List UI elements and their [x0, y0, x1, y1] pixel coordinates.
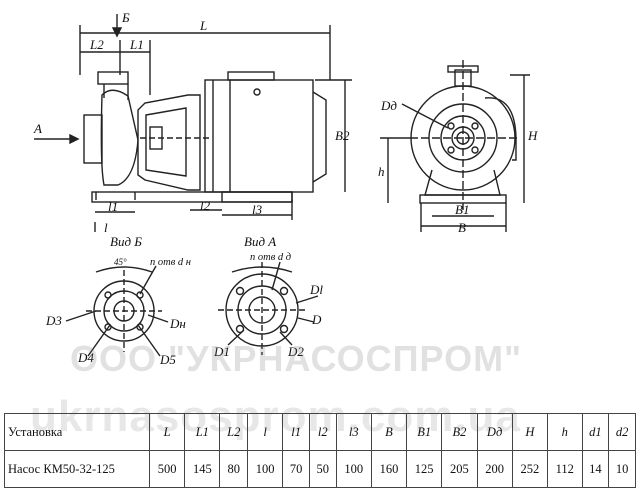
dim-label-l2: l2: [200, 198, 211, 213]
dim-label-Dl: Dl: [309, 282, 323, 297]
view-b-title: Вид Б: [110, 234, 142, 249]
dim-label-Dn: Dн: [169, 316, 186, 331]
table-header-cell: l3: [335, 413, 372, 451]
motor-fan-cover: [312, 91, 327, 183]
dim-label-H: H: [527, 128, 538, 143]
watermark-company: ООО "УКРНАСОСПРОМ": [70, 338, 523, 379]
dim-label-L2: L2: [89, 37, 104, 52]
table-header-cell: B: [370, 413, 408, 451]
holes-dd-label: n отв d д: [250, 252, 291, 263]
table-header-cell: H: [511, 413, 548, 451]
table-cell-value: 205: [441, 450, 478, 488]
base-plate: [91, 191, 293, 203]
table-header-cell: L1: [184, 413, 221, 451]
table-cell-value: 70: [282, 450, 310, 488]
table-header-cell: B2: [441, 413, 478, 451]
dim-label-B: B: [458, 220, 466, 235]
dim-label-L: L: [199, 18, 207, 33]
table-cell-value: 14: [581, 450, 610, 488]
arrow-b-label: Б: [121, 10, 130, 25]
table-cell-value: 112: [546, 450, 583, 488]
dim-label-D3: D3: [45, 313, 62, 328]
table-header-cell: l: [247, 413, 284, 451]
table-cell-value: 50: [308, 450, 337, 488]
table-header-cell: l2: [308, 413, 337, 451]
dim-label-l1: l1: [108, 199, 118, 214]
dim-label-B2: B2: [335, 128, 350, 143]
table-cell-value: 145: [184, 450, 221, 488]
dim-label-B1: B1: [455, 202, 469, 217]
dim-label-Dd: Dд: [380, 98, 397, 113]
table-header-cell: d2: [608, 413, 636, 451]
pump-dimension-drawing: L L2 L1 Б A B2 l1 l l2 l3 Dд H h B1 B Ви…: [33, 10, 538, 367]
table-header-cell: Dд: [476, 413, 513, 451]
table-header-installation: Установка: [4, 413, 150, 451]
arrow-a-label: A: [33, 121, 42, 136]
table-cell-value: 125: [406, 450, 443, 488]
dim-label-L1: L1: [129, 37, 144, 52]
angle-label: 45°: [114, 257, 127, 267]
dim-label-h: h: [378, 164, 385, 179]
table-cell-value: 100: [247, 450, 284, 488]
dim-label-l: l: [104, 220, 108, 235]
dim-label-D4: D4: [77, 350, 94, 365]
table-cell-value: 80: [219, 450, 249, 488]
table-header-cell: B1: [406, 413, 443, 451]
view-a-title: Вид А: [244, 234, 276, 249]
table-header-cell: h: [546, 413, 583, 451]
dim-label-D: D: [311, 312, 322, 327]
table-header-cell: L: [148, 413, 186, 451]
table-cell-model: Насос КМ50-32-125: [4, 450, 150, 488]
suction-flange-top: [97, 71, 129, 85]
dim-label-D1: D1: [213, 344, 230, 359]
bracket: [137, 94, 201, 191]
table-header-cell: l1: [282, 413, 310, 451]
table-header-cell: L2: [219, 413, 249, 451]
motor-body: [204, 79, 314, 193]
dim-label-D2: D2: [287, 344, 304, 359]
table-cell-value: 500: [148, 450, 186, 488]
table-cell-value: 252: [511, 450, 548, 488]
table-cell-value: 100: [335, 450, 372, 488]
pump-casing: [100, 89, 139, 186]
table-cell-value: 10: [608, 450, 636, 488]
dim-label-D5: D5: [159, 352, 176, 367]
suction-flange: [83, 114, 103, 164]
holes-dn-label: n отв d н: [150, 257, 191, 268]
table-cell-value: 200: [476, 450, 513, 488]
table-header-cell: d1: [581, 413, 610, 451]
dim-label-l3: l3: [252, 202, 263, 217]
table-cell-value: 160: [370, 450, 408, 488]
